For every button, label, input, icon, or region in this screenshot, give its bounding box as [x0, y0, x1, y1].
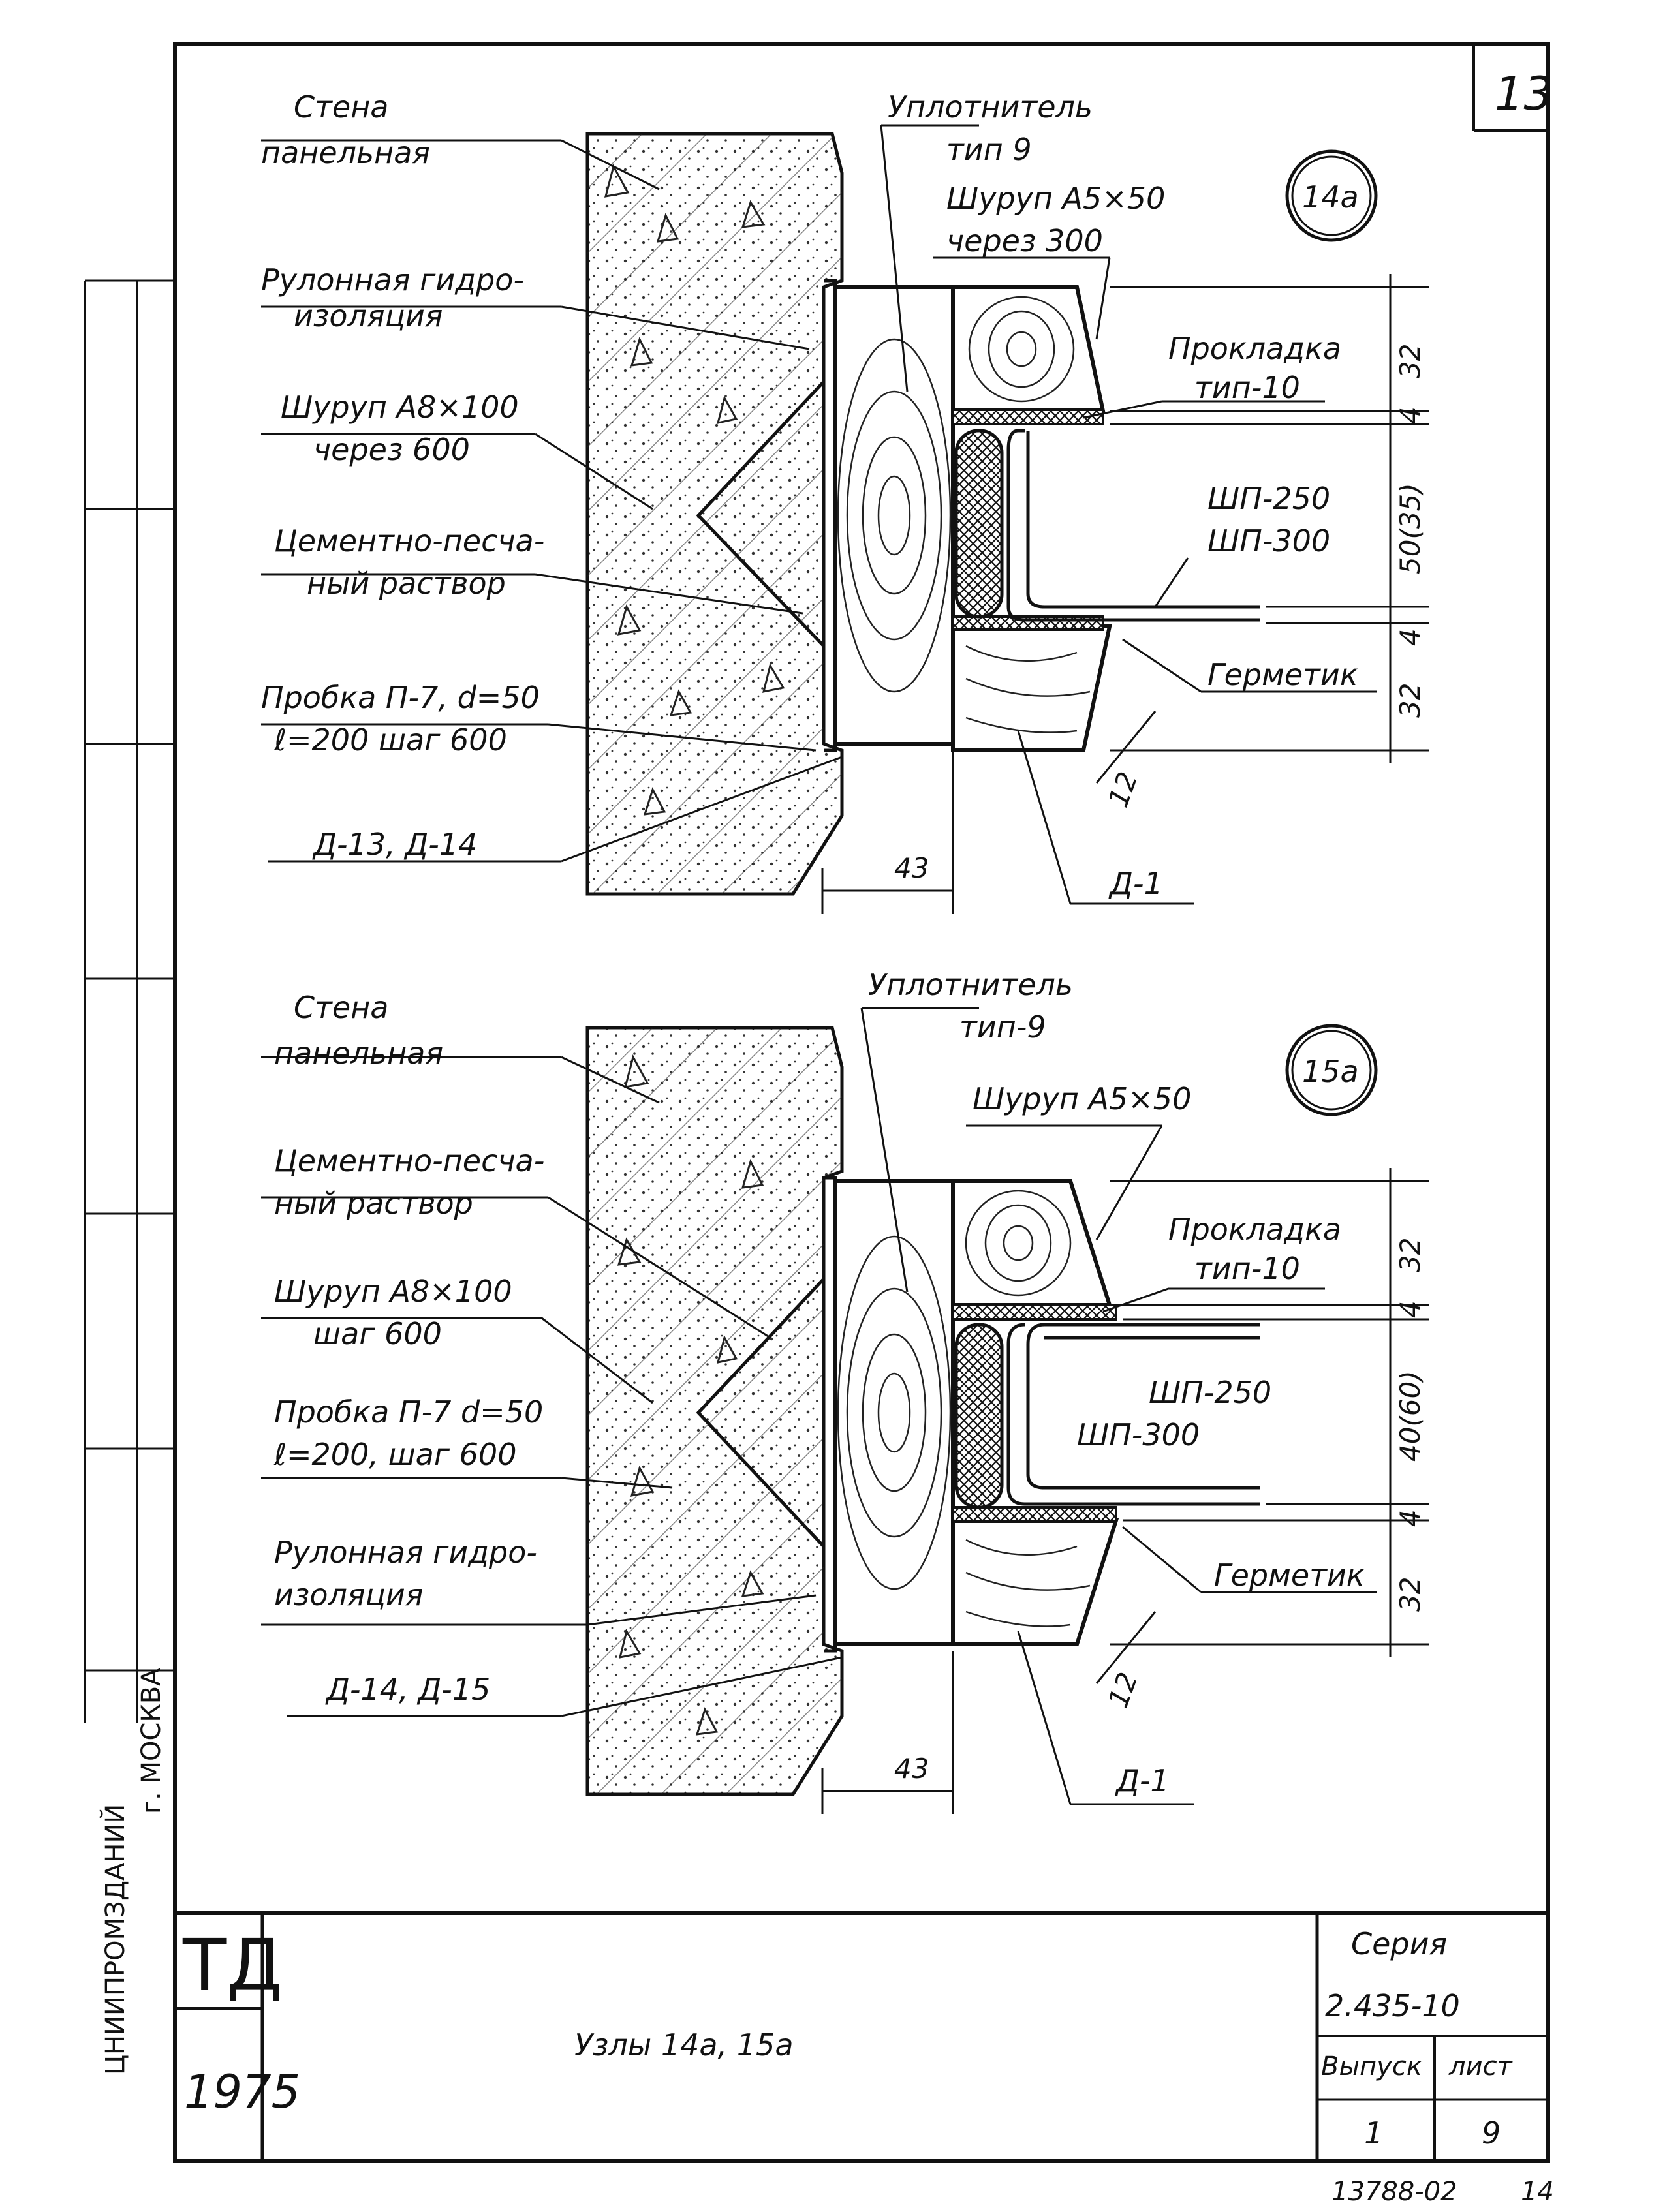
wood-block-14a [833, 285, 955, 746]
dim-4b-b: 4 [1394, 1509, 1426, 1527]
label-shp-1-b: ШП-250 [1149, 1375, 1271, 1410]
label-screw8-2: через 600 [313, 432, 470, 467]
dim-43: 43 [894, 852, 929, 884]
label-hermetic: Герметик [1207, 657, 1358, 692]
label-wall-2: панельная [261, 135, 430, 170]
label-d14-b: Д-14, Д-15 [325, 1672, 490, 1707]
dim-12: 12 [1102, 767, 1144, 811]
label-d1: Д-1 [1108, 866, 1163, 901]
label-hermetic-b: Герметик [1214, 1558, 1365, 1593]
label-screw8-2-b: шаг 600 [313, 1316, 442, 1351]
label-mortar-2-b: ный раствор [274, 1186, 473, 1221]
top-wood-15a [951, 1179, 1113, 1307]
label-plug-1-b: Пробка П-7 d=50 [274, 1394, 543, 1430]
label-d1-b: Д-1 [1115, 1763, 1170, 1798]
label-screw5-1: Шуруп А5×50 [946, 181, 1165, 216]
badge-14a: 14а [1302, 179, 1359, 215]
label-seal-2-b: тип-9 [959, 1009, 1046, 1045]
sheet-frame [84, 42, 1550, 2163]
stamp-label: ТД [182, 1924, 283, 2007]
issue-value: 1 [1364, 2115, 1383, 2151]
label-gasket-1-b: Прокладка [1168, 1212, 1341, 1247]
label-wall-1-b: Стена [294, 990, 388, 1025]
dim-50: 50(35) [1394, 483, 1426, 574]
label-screw5-1-b: Шуруп А5×50 [973, 1081, 1191, 1116]
badge-15a: 15а [1302, 1054, 1359, 1089]
side-city-text: г. МОСКВА [136, 1668, 166, 1814]
channel-15a [1006, 1323, 1260, 1506]
label-shp-2: ШП-300 [1207, 523, 1330, 559]
label-plug-1: Пробка П-7, d=50 [261, 680, 540, 715]
dim-4b: 4 [1394, 628, 1426, 646]
label-roll-1: Рулонная гидро- [261, 262, 524, 298]
label-gasket-1: Прокладка [1168, 331, 1341, 366]
bottom-page: 14 [1521, 2177, 1554, 2207]
badge-circle-14a [1285, 149, 1378, 242]
label-gasket-2: тип-10 [1194, 370, 1300, 405]
label-gasket-2-b: тип-10 [1194, 1251, 1300, 1286]
side-org-text: ЦНИИПРОМЗДАНИЙ [99, 1804, 131, 2075]
dim-12-b: 12 [1102, 1668, 1144, 1712]
dim-32b-b: 32 [1394, 1577, 1426, 1612]
label-plug-2: ℓ=200 шаг 600 [273, 722, 507, 758]
dim-4a-b: 4 [1394, 1300, 1426, 1318]
series-label: Серия [1351, 1926, 1447, 1961]
dim-32a-b: 32 [1394, 1238, 1426, 1272]
dim-43-b: 43 [894, 1753, 929, 1785]
badge-circle-15a [1285, 1024, 1378, 1116]
label-d13: Д-13, Д-14 [312, 827, 477, 862]
label-screw8-1: Шуруп А8×100 [281, 390, 519, 425]
dim-32a: 32 [1394, 344, 1426, 378]
label-roll-2-b: изоляция [274, 1577, 423, 1612]
dim-4a: 4 [1394, 407, 1426, 424]
label-mortar-1-b: Цементно-песча- [274, 1143, 544, 1178]
label-seal-2: тип 9 [946, 132, 1032, 167]
channel-14a [1006, 429, 1260, 622]
detail-15a: 15а Стена панельная Цементно-песча- ный … [261, 967, 1429, 1814]
gasket-top-15a [952, 1304, 1117, 1321]
bottom-code: 13788-02 [1331, 2177, 1457, 2207]
top-wood-14a [951, 285, 1106, 413]
sheet-label: лист [1448, 2051, 1514, 2081]
label-shp-1: ШП-250 [1207, 481, 1330, 516]
gasket-bot-15a [952, 1506, 1117, 1523]
year-label: 1975 [184, 2065, 300, 2119]
label-wall-2-b: панельная [274, 1036, 443, 1071]
label-screw8-1-b: Шуруп А8×100 [274, 1274, 512, 1309]
drawing-title: Узлы 14а, 15а [574, 2027, 794, 2063]
page-number: 13 [1495, 67, 1553, 121]
label-shp-2-b: ШП-300 [1077, 1417, 1200, 1452]
label-screw5-2: через 300 [946, 223, 1103, 258]
series-value: 2.435-10 [1325, 1988, 1460, 2023]
label-mortar-1: Цементно-песча- [274, 523, 544, 559]
label-roll-1-b: Рулонная гидро- [274, 1535, 537, 1570]
label-wall-1: Стена [294, 89, 388, 125]
gasket-top-14a [952, 408, 1104, 425]
wood-block-15a [833, 1179, 955, 1646]
sheet-value: 9 [1482, 2115, 1501, 2151]
label-seal-1: Уплотнитель [888, 89, 1093, 125]
sealant-14a [954, 429, 1004, 619]
dim-32b: 32 [1394, 683, 1426, 718]
label-plug-2-b: ℓ=200, шаг 600 [273, 1437, 516, 1472]
label-seal-1-b: Уплотнитель [868, 967, 1073, 1002]
sealant-15a [954, 1323, 1004, 1509]
detail-14a: 14а Стена панельная Рулонная гидро- изол… [261, 89, 1429, 914]
mortar-wedge-15a [696, 1274, 826, 1551]
dim-40-b: 40(60) [1394, 1370, 1426, 1462]
label-mortar-2: ный раствор [307, 566, 506, 601]
label-roll-2: изоляция [294, 298, 443, 333]
issue-label: Выпуск [1321, 2051, 1422, 2081]
mortar-wedge-14a [696, 377, 826, 651]
